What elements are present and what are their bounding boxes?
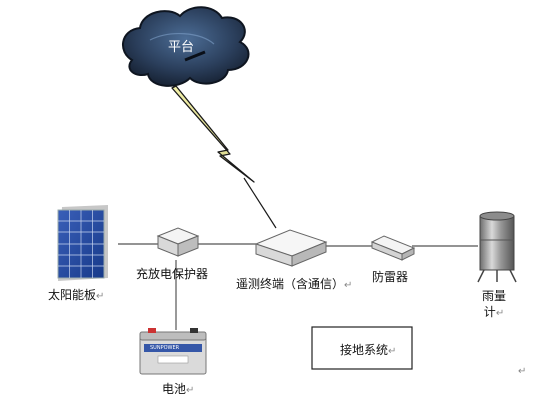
lightning-bolt-icon	[171, 85, 277, 229]
rain-gauge-line2: 计	[483, 305, 496, 319]
rain-gauge-icon	[477, 211, 517, 283]
cloud-label: 平台	[168, 40, 195, 55]
return-mark: ↵	[96, 291, 105, 302]
grounding-box	[311, 326, 413, 370]
return-mark: ↵	[495, 308, 505, 319]
grounding-label: 接地系统↵	[340, 341, 396, 358]
terminal-icon	[254, 229, 328, 267]
return-mark: ↵	[344, 280, 353, 291]
lightning-protector-icon	[370, 235, 416, 261]
terminal-text: 遥测终端（含通信）	[236, 277, 345, 291]
solar-panel-icon	[57, 205, 108, 281]
solar-panel-text: 太阳能板	[48, 288, 97, 302]
lightning-protector-label: 防雷器	[372, 270, 409, 284]
connection-lines	[118, 243, 478, 330]
solar-panel-label: 太阳能板↵	[48, 286, 104, 303]
charge-controller-label: 充放电保护器	[136, 267, 209, 281]
cloud-icon	[122, 6, 250, 87]
charge-controller-icon	[156, 227, 200, 257]
rain-gauge-label: 雨量 计↵	[482, 288, 506, 322]
return-mark: ↵	[518, 366, 527, 377]
grounding-text: 接地系统	[340, 343, 389, 357]
rain-gauge-line1: 雨量	[482, 289, 507, 303]
battery-text: 电池	[162, 382, 187, 396]
return-mark: ↵	[388, 346, 397, 357]
terminal-label: 遥测终端（含通信）↵	[236, 275, 352, 292]
battery-label: 电池↵	[162, 380, 194, 397]
battery-brand: SUNPOWER	[150, 345, 180, 351]
return-mark: ↵	[186, 385, 195, 396]
battery-icon	[139, 328, 207, 375]
